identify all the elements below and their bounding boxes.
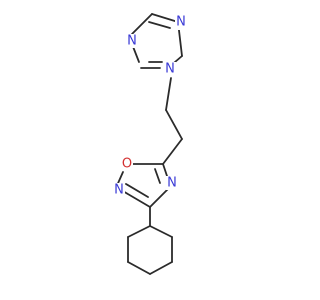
label-bg [175,16,187,30]
bond-chain-3 [162,138,183,165]
molecule-diagram: N N N O N N [113,13,187,275]
bond-c5-n4-double [148,21,171,29]
bond-n2-c3 [120,189,151,208]
bond-chain-2 [165,109,183,140]
atom-labels: N N N O N N [113,15,187,198]
oxadiazole-n-left: N [114,183,124,198]
label-bg [113,183,125,197]
propyl-chain [162,77,183,165]
bond-cy-1 [149,225,173,238]
label-bg [126,34,138,48]
bond-cy-6 [127,225,151,238]
label-bg [164,62,176,76]
bond-c5-n4-double [154,168,161,184]
bond-chain-1 [165,77,172,111]
triazole-ring [131,13,183,69]
label-bg [166,176,178,190]
triazole-n1: N [165,62,175,77]
bond-cy-3 [149,261,173,275]
oxadiazole-o: O [122,157,132,172]
bond-c5-n4 [151,13,179,23]
cyclohexane-ring [127,225,173,275]
bond-cy-4 [127,261,151,275]
bond-n2-c3-double [125,183,149,198]
bond-c3-n4 [149,187,170,208]
bond-c5-n1 [131,13,153,35]
triazole-n-left: N [127,34,137,49]
label-bg [121,157,133,171]
triazole-n-top-right: N [176,15,186,30]
oxadiazole-n-right: N [167,176,177,191]
